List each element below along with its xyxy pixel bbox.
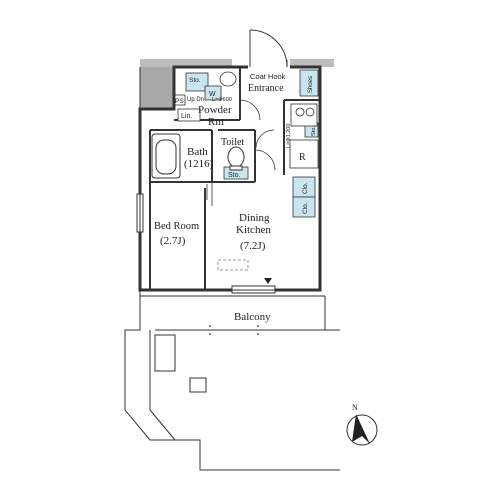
shoes-label: Shoes: [308, 76, 314, 93]
balcony-structure: [124, 290, 340, 471]
stove-burners: [295, 107, 315, 117]
lin-box: [177, 108, 201, 122]
entry-arrow-icon: [264, 278, 272, 284]
duct-shade: [140, 67, 174, 109]
bath-size-label: (1216): [184, 158, 214, 170]
entrance-door: [249, 29, 288, 68]
interior-walls: [149, 67, 320, 290]
balcony-window: [231, 285, 276, 294]
ps-box: [174, 94, 186, 106]
clo-box-2: [292, 196, 316, 218]
powder-rm-label-2: Rm: [208, 116, 224, 128]
clo-label-2: Clo.: [302, 202, 309, 214]
entrance-label: Entrance: [248, 83, 284, 94]
balcony-dots: [209, 325, 259, 335]
stove-box: [290, 103, 318, 127]
washbasin: [219, 71, 237, 87]
kitchen-label: Kitchen: [236, 224, 271, 236]
toilet-fixture: [227, 146, 245, 171]
bedroom-window: [136, 193, 144, 233]
kitchen-counter: [289, 139, 319, 169]
balcony-label: Balcony: [234, 311, 271, 323]
bedroom-label: Bed Room: [154, 221, 199, 232]
toilet-label: Toilet: [221, 137, 244, 148]
dining-size-label: (7.2J): [240, 240, 266, 252]
top-shade-right: [290, 59, 334, 67]
top-shade-left: [140, 59, 232, 67]
r-label: R: [299, 152, 306, 163]
powder-rm-label-1: Powder: [198, 104, 232, 116]
washer-box: [204, 85, 222, 101]
outdoor-unit: [154, 334, 207, 393]
bathtub: [151, 133, 181, 179]
storage-fixtures: [185, 69, 319, 218]
sto-top-label: Sto.: [189, 77, 201, 84]
up-dn-label: Up Dn: [187, 97, 204, 103]
clo-label-1: Clo.: [302, 182, 309, 194]
north-compass-icon: [346, 414, 378, 446]
dashed-area: [217, 259, 249, 271]
interior-doors: [206, 99, 276, 206]
shoes-box: [299, 69, 319, 97]
bath-label: Bath: [187, 146, 208, 158]
ps-label: PS: [175, 98, 184, 105]
sto-toilet-label: Sto.: [228, 172, 241, 179]
lin-label: Lin.: [181, 113, 192, 120]
l1200-label: L=Φ1,200: [286, 124, 292, 148]
sto-top-box: [185, 72, 209, 92]
outer-walls: [138, 65, 322, 292]
l600-label: L=Φ600: [212, 97, 232, 103]
small-boxes: [174, 94, 318, 127]
washer-label: W: [209, 91, 216, 98]
sto-right-label: Sto.: [311, 126, 317, 136]
dining-label: Dining: [239, 212, 270, 224]
bedroom-size-label: (2.7J): [160, 235, 186, 247]
north-label: N: [352, 403, 358, 412]
coat-hook-label: Coat Hook: [250, 72, 286, 81]
